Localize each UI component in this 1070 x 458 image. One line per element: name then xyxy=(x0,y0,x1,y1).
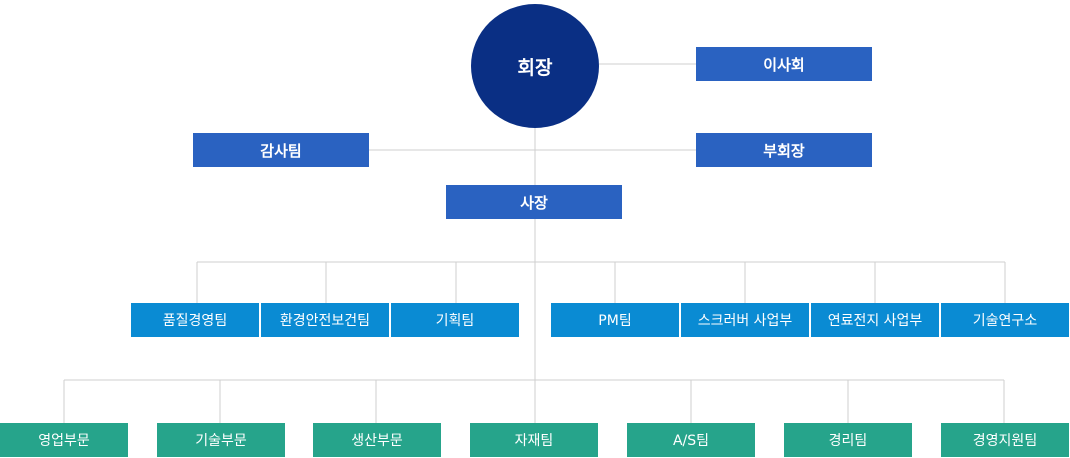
chairman-node: 회장 xyxy=(471,4,599,128)
sales-department-node: 영업부문 xyxy=(0,423,128,457)
production-department-node: 생산부문 xyxy=(313,423,441,457)
environment-safety-team-node: 환경안전보건팀 xyxy=(261,303,389,337)
technology-department-node: 기술부문 xyxy=(157,423,285,457)
rnd-center-node: 기술연구소 xyxy=(941,303,1069,337)
audit-team-node: 감사팀 xyxy=(193,133,369,167)
fuel-cell-division-node: 연료전지 사업부 xyxy=(811,303,939,337)
pm-team-node: PM팀 xyxy=(551,303,679,337)
vice-chairman-node: 부회장 xyxy=(696,133,872,167)
planning-team-node: 기획팀 xyxy=(391,303,519,337)
after-service-team-node: A/S팀 xyxy=(627,423,755,457)
president-node: 사장 xyxy=(446,185,622,219)
board-node: 이사회 xyxy=(696,47,872,81)
management-support-team-node: 경영지원팀 xyxy=(941,423,1069,457)
materials-team-node: 자재팀 xyxy=(470,423,598,457)
scrubber-division-node: 스크러버 사업부 xyxy=(681,303,809,337)
accounting-team-node: 경리팀 xyxy=(784,423,912,457)
quality-management-team-node: 품질경영팀 xyxy=(131,303,259,337)
